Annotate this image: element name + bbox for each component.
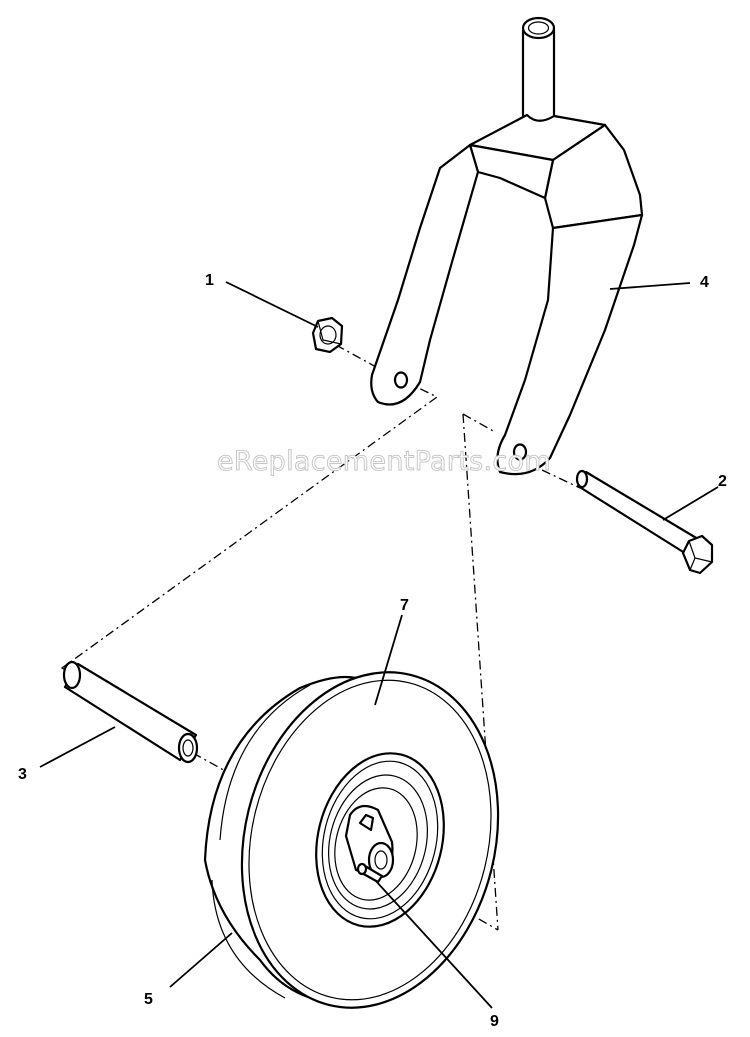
wheel-tire xyxy=(203,671,500,1009)
watermark-text: eReplacementParts.com xyxy=(217,446,551,477)
callout-1: 1 xyxy=(205,272,214,289)
caster-fork xyxy=(370,16,644,476)
callout-2: 2 xyxy=(718,473,727,490)
callout-4: 4 xyxy=(700,274,709,291)
axle-bolt xyxy=(575,469,714,575)
spacer-tube xyxy=(62,660,199,764)
lock-nut xyxy=(311,316,344,354)
callouts: 1 4 2 7 3 5 9 xyxy=(18,272,727,1030)
callout-7: 7 xyxy=(400,597,409,614)
callout-3: 3 xyxy=(18,766,27,783)
callout-9: 9 xyxy=(490,1013,499,1030)
callout-5: 5 xyxy=(144,991,153,1008)
leader-lines xyxy=(39,281,719,1009)
